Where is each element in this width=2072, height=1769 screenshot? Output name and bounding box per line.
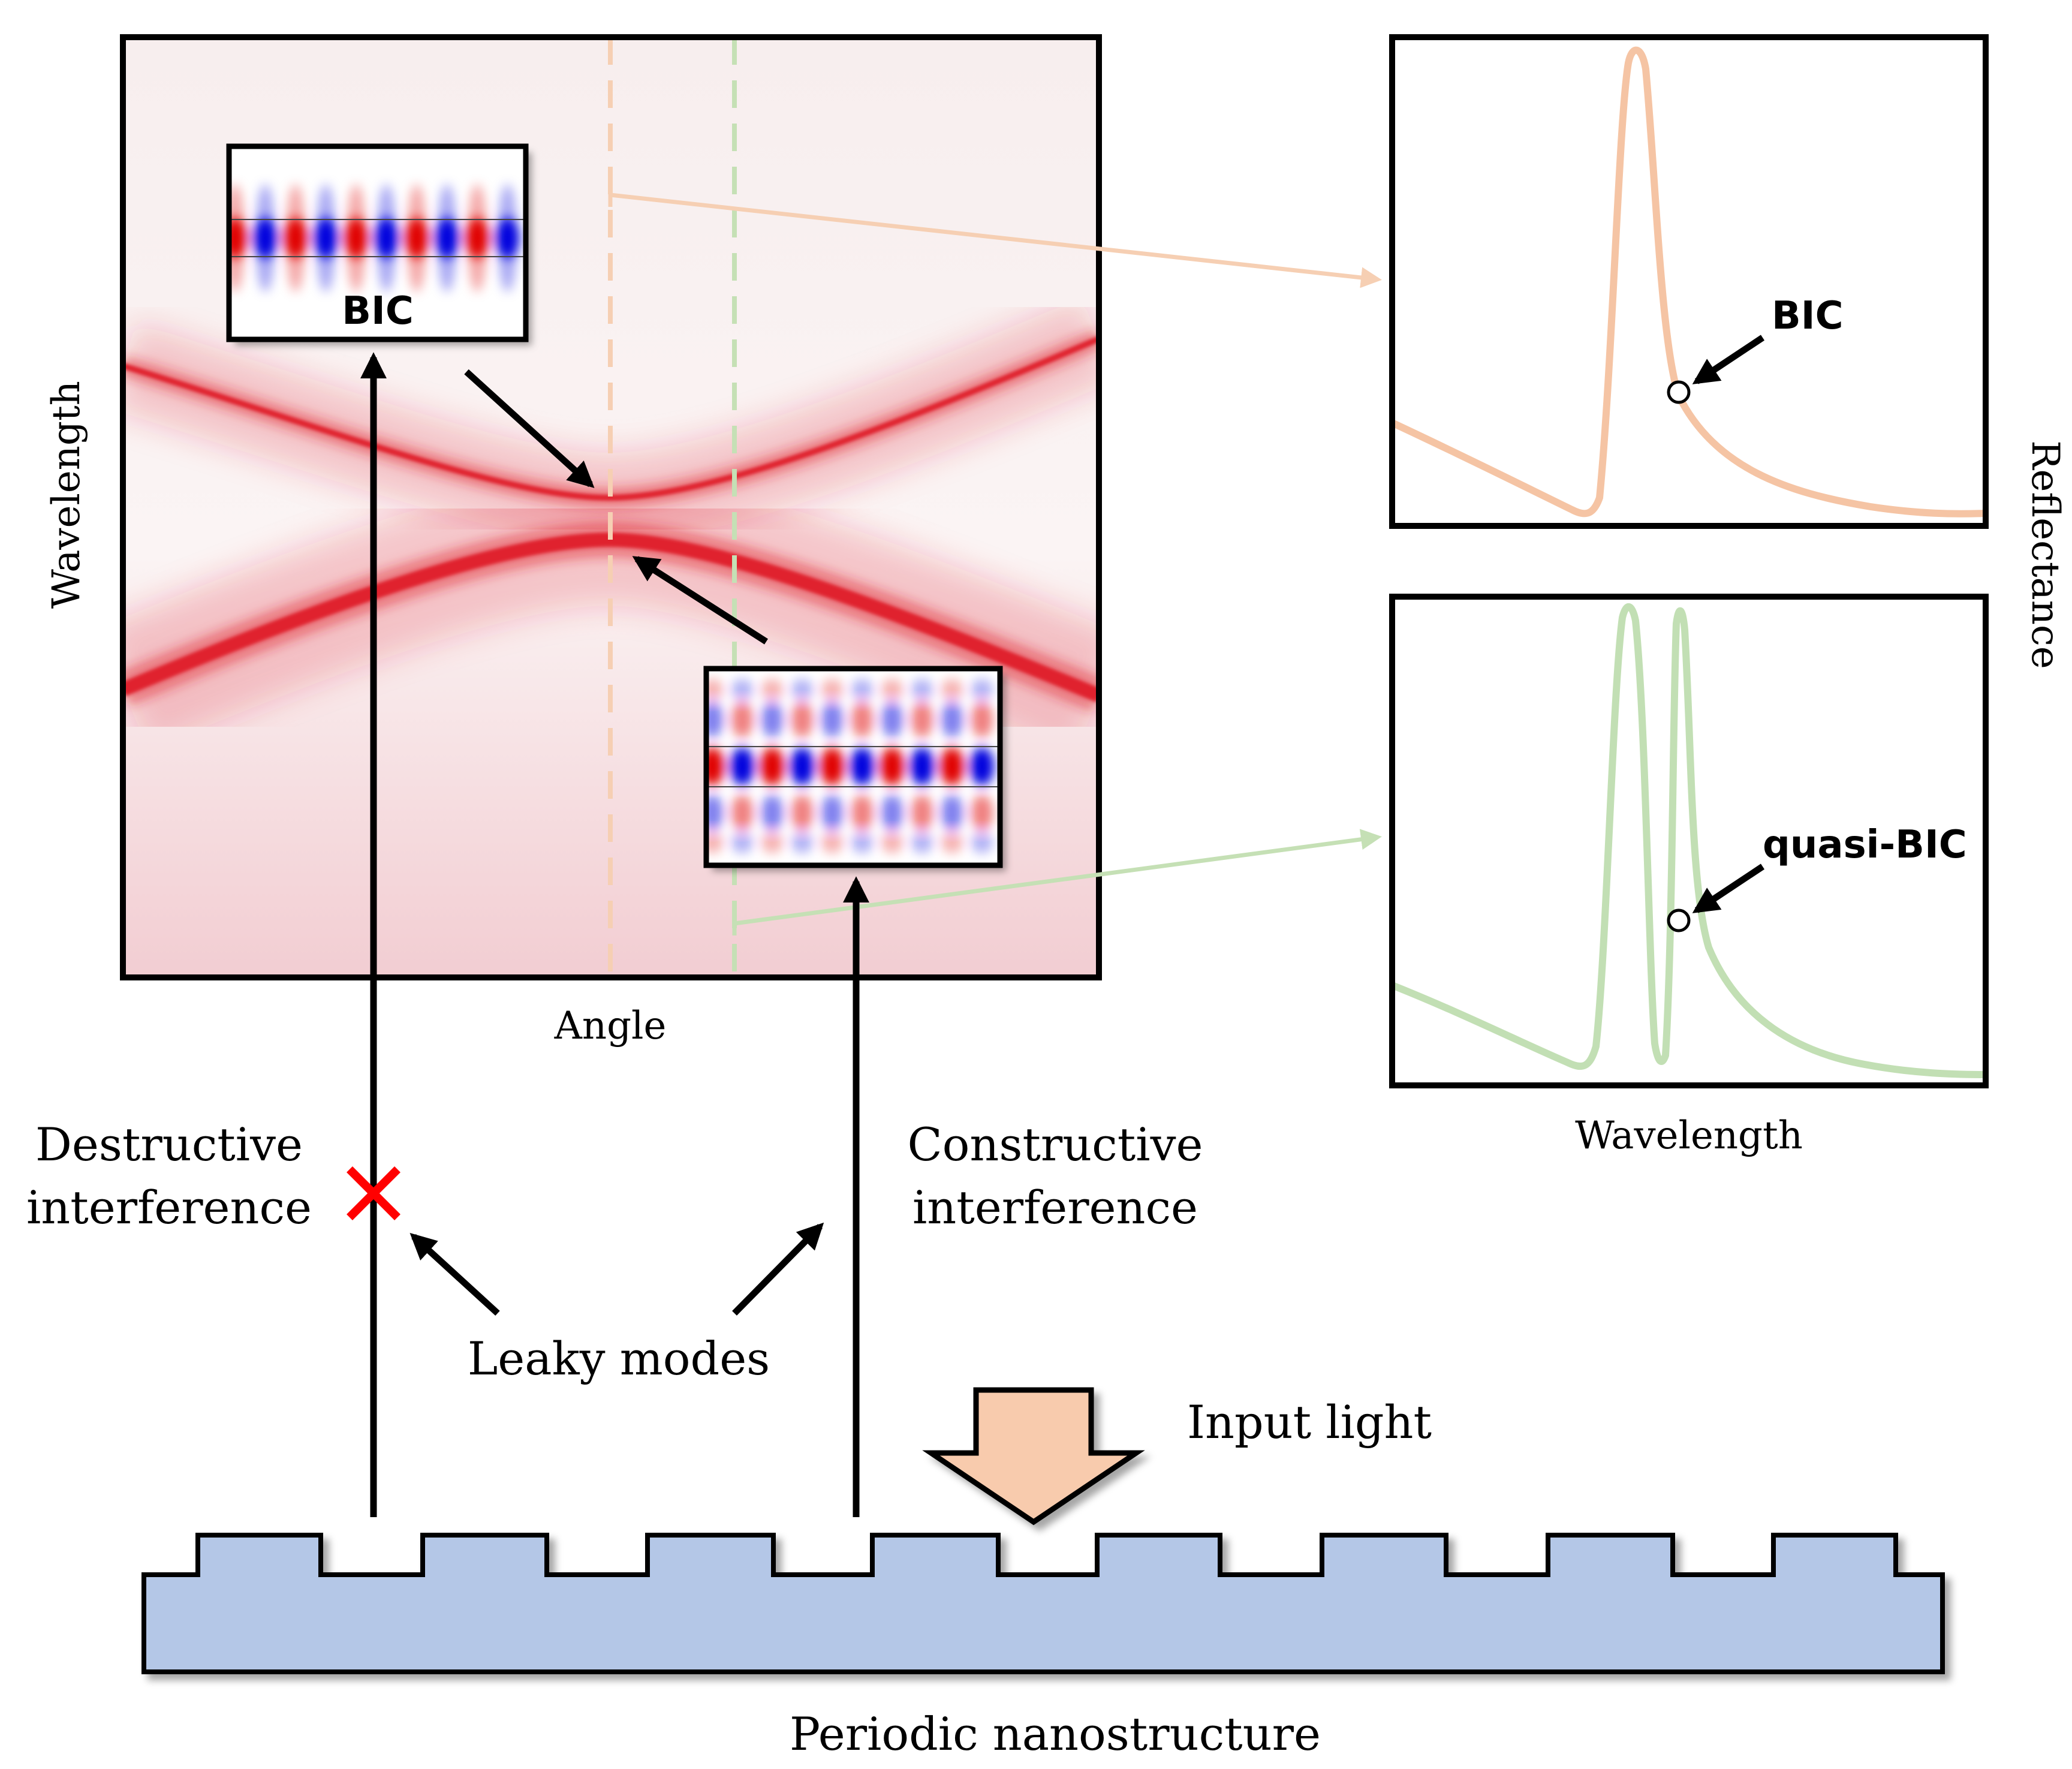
quasi-bic-field-pattern <box>706 679 994 853</box>
leaky-to-constructive-arrow <box>732 1222 824 1316</box>
leaky-modes-label: Leaky modes <box>468 1332 770 1385</box>
destructive-label-line1: Destructive <box>35 1118 303 1171</box>
green-connector <box>732 829 1382 935</box>
constructive-label-line1: Constructive <box>908 1118 1203 1171</box>
spectra-y-axis-label: Reflectance <box>2023 440 2067 669</box>
input-light-arrow <box>922 1387 1145 1526</box>
bic-marker <box>1667 380 1691 404</box>
spectrum-bottom: quasi-BIC <box>1389 594 1989 1088</box>
bic-inset-pointer-arrow <box>464 369 595 488</box>
spectrum-bottom-curve <box>1390 603 1986 1078</box>
spectrum-top-frame <box>1389 34 1989 529</box>
spectrum-bottom-frame <box>1389 594 1989 1088</box>
spectra-x-axis-label: Wavelength <box>1575 1114 1803 1158</box>
quasi-bic-marker <box>1667 908 1691 932</box>
constructive-label-line2: interference <box>912 1181 1198 1234</box>
band-diagram-frame <box>120 34 1102 980</box>
spectrum-top-curve <box>1390 46 1986 518</box>
destructive-label-line2: interference <box>26 1181 312 1234</box>
spectrum-bottom-quasi-bic-label: quasi-BIC <box>1763 823 1967 867</box>
bic-field-inset: BIC <box>226 143 529 342</box>
quasi-bic-marker-arrow <box>1692 864 1765 913</box>
spectrum-top: BIC <box>1389 34 1989 529</box>
inset-bic-label: BIC <box>342 289 414 333</box>
bic-marker-arrow <box>1692 335 1765 384</box>
main-x-axis-label: Angle <box>554 1004 667 1048</box>
periodic-grating <box>141 1533 1945 1674</box>
structure-label: Periodic nanostructure <box>790 1707 1321 1761</box>
orange-connector <box>608 183 1382 288</box>
leaky-to-destructive-arrow <box>409 1233 500 1316</box>
quasi-bic-field-inset <box>703 666 1003 868</box>
bic-field-pattern <box>229 184 520 292</box>
main-y-axis-label: Wavelength <box>44 381 89 609</box>
destructive-cross <box>347 1166 400 1220</box>
quasi-bic-inset-pointer-arrow <box>632 556 768 645</box>
spectrum-top-bic-label: BIC <box>1772 294 1844 338</box>
input-light-label: Input light <box>1187 1395 1432 1449</box>
